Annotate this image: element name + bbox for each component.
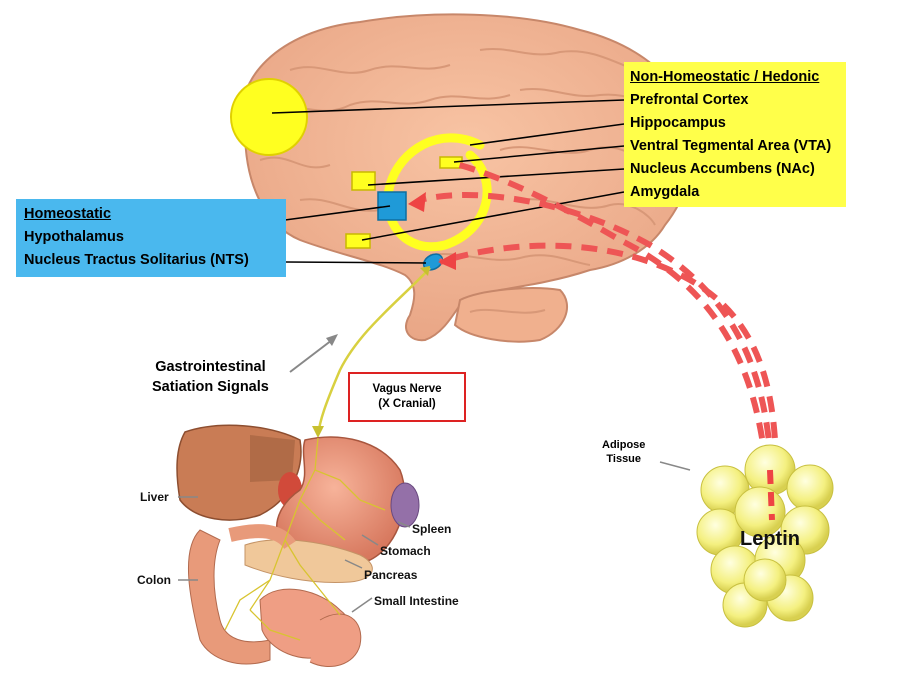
adipose-line2: Tissue (602, 452, 645, 466)
homeostatic-box: Homeostatic Hypothalamus Nucleus Tractus… (16, 199, 286, 277)
adipose-line1: Adipose (602, 438, 645, 452)
gi-signals-line2: Satiation Signals (152, 377, 269, 397)
adipose-label: Adipose Tissue (602, 438, 645, 466)
vta-marker (440, 157, 462, 168)
label-hippocampus: Hippocampus (630, 112, 840, 135)
homeostatic-header: Homeostatic (24, 203, 278, 226)
label-stomach: Stomach (380, 544, 431, 558)
hypothalamus-marker (378, 192, 406, 220)
leptin-label: Leptin (740, 528, 800, 551)
label-nac: Nucleus Accumbens (NAc) (630, 158, 840, 181)
label-amygdala: Amygdala (630, 181, 840, 204)
vagus-line1: Vagus Nerve (350, 382, 464, 397)
hedonic-header: Non-Homeostatic / Hedonic (630, 66, 840, 89)
label-nts: Nucleus Tractus Solitarius (NTS) (24, 249, 278, 272)
nac-marker (352, 172, 375, 190)
label-liver: Liver (140, 490, 169, 504)
label-hypothalamus: Hypothalamus (24, 226, 278, 249)
gi-signals-line1: Gastrointestinal (152, 357, 269, 377)
label-prefrontal-cortex: Prefrontal Cortex (630, 89, 840, 112)
label-pancreas: Pancreas (364, 568, 417, 582)
vagus-nerve-box: Vagus Nerve (X Cranial) (348, 372, 466, 422)
label-vta: Ventral Tegmental Area (VTA) (630, 135, 840, 158)
gi-signals-label: Gastrointestinal Satiation Signals (152, 357, 269, 397)
label-spleen: Spleen (412, 522, 451, 536)
gi-signal-arrow (290, 340, 332, 372)
label-colon: Colon (137, 573, 171, 587)
label-small-intestine: Small Intestine (374, 594, 459, 608)
hedonic-box: Non-Homeostatic / Hedonic Prefrontal Cor… (624, 62, 846, 207)
prefrontal-cortex-marker (231, 79, 307, 155)
amygdala-marker (346, 234, 370, 248)
vagus-line2: (X Cranial) (350, 397, 464, 412)
